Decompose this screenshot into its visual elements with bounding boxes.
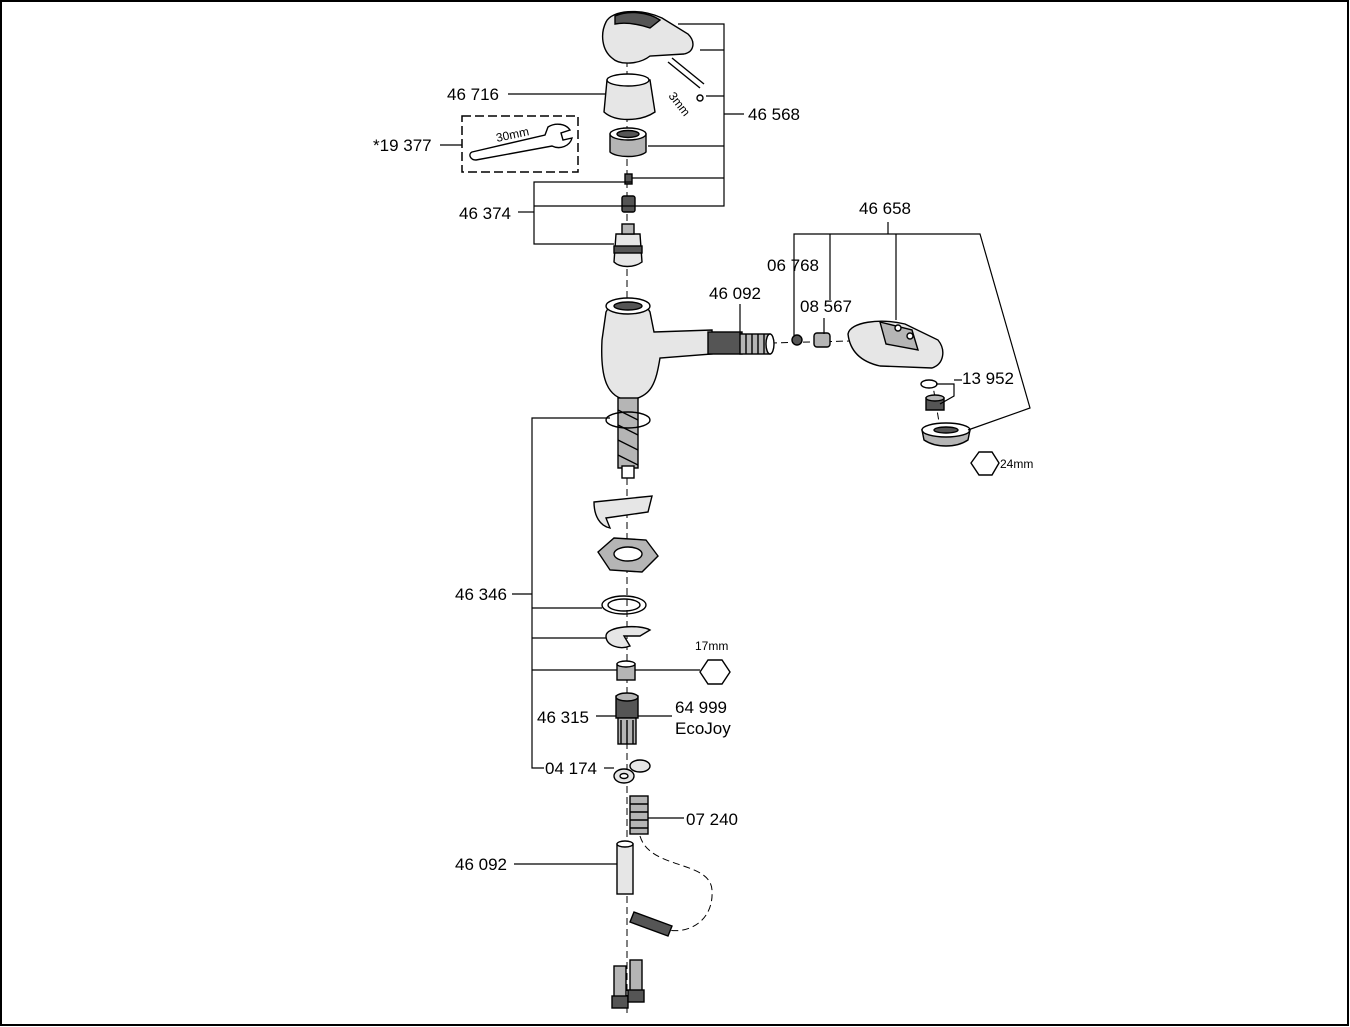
- aerator-ring: [921, 422, 971, 447]
- hex-key: [667, 57, 705, 102]
- aerator-set-bracket: [936, 383, 955, 405]
- washer-pair: [613, 759, 651, 784]
- spray-head: [847, 320, 944, 369]
- label-aerator-set: 13 952: [962, 369, 1014, 388]
- lower-spring: [629, 911, 673, 937]
- aerator-seal: [920, 379, 938, 389]
- mounting-plate: [597, 537, 659, 573]
- cartridge: [613, 223, 643, 268]
- label-weight: 07 240: [686, 810, 738, 829]
- cartridge-set-bracket: [533, 181, 632, 245]
- label-flow-limiter: 46 315: [537, 708, 589, 727]
- label-spray-head-set: 46 658: [859, 199, 911, 218]
- hex-key-size: 3mm: [666, 89, 693, 119]
- aerator: [925, 394, 945, 411]
- cap: [603, 73, 656, 121]
- wrench-size: 30mm: [495, 124, 531, 145]
- label-ecojoy-code: 64 999: [675, 698, 727, 717]
- hex-17mm-icon: [699, 659, 731, 685]
- spray-axis: [769, 340, 851, 344]
- flow-limiter: [615, 692, 639, 745]
- label-washer: 04 174: [545, 759, 597, 778]
- threaded-nut: [609, 127, 647, 158]
- rubber-ring: [601, 595, 647, 615]
- o-ring: [605, 411, 651, 429]
- braided-supply-hose: [617, 397, 639, 479]
- spray-set-bracket: [793, 233, 1031, 431]
- label-mounting-set: 46 346: [455, 585, 507, 604]
- lever-handle: [601, 10, 694, 64]
- spindle-adapter: [621, 195, 636, 213]
- supply-hose-ends: [611, 959, 645, 1009]
- label-handle-set: 46 568: [748, 105, 800, 124]
- check-valve: [791, 334, 803, 346]
- label-cap: 46 716: [447, 85, 499, 104]
- hose-weight: [629, 795, 649, 835]
- label-hose-guide: 46 092: [455, 855, 507, 874]
- hose-guide-tube: [616, 840, 634, 895]
- wrench-kit-box: [461, 115, 579, 173]
- aerator-wrench-size: 24mm: [1000, 457, 1033, 471]
- horseshoe-spacer: [593, 495, 653, 529]
- hose-path: [639, 835, 713, 932]
- label-adapter: 08 567: [800, 297, 852, 316]
- handle-set-bracket: [534, 23, 725, 207]
- hex-nut-17mm: [616, 660, 636, 681]
- mounting-set-bracket: [531, 417, 610, 769]
- c-washer: [605, 625, 652, 649]
- adapter: [813, 332, 831, 348]
- label-cartridge-set: 46 374: [459, 204, 511, 223]
- screw: [624, 173, 633, 185]
- nut-wrench-size: 17mm: [695, 639, 728, 653]
- wrench-icon: [469, 123, 573, 161]
- label-ecojoy-name: EcoJoy: [675, 719, 731, 738]
- label-wrench-kit: *19 377: [373, 136, 432, 155]
- faucet-body: [601, 297, 743, 401]
- hose-connector-spout: [739, 333, 775, 355]
- label-hose-connector: 46 092: [709, 284, 761, 303]
- label-check-valve: 06 768: [767, 256, 819, 275]
- hex-24mm-icon: [970, 451, 1000, 476]
